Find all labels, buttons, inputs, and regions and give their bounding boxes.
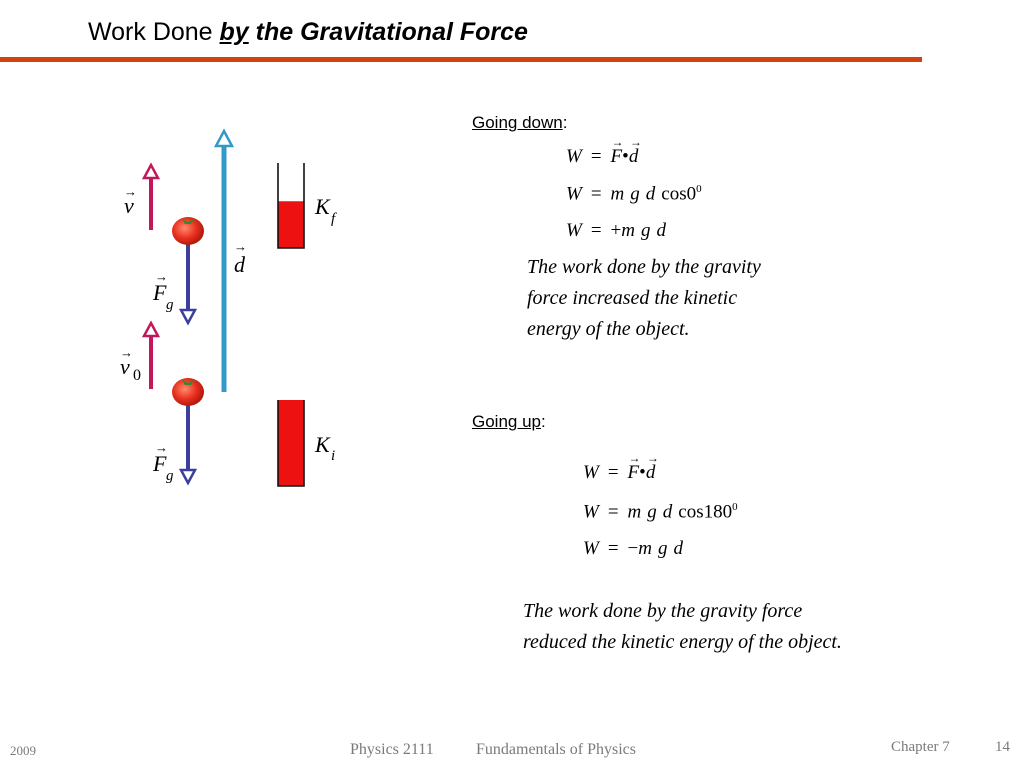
going-up-label: Going up: [472, 412, 541, 431]
kinetic-energy-initial-bar: [277, 400, 305, 487]
eq-equals: =: [607, 462, 619, 483]
eq-m: m: [638, 538, 652, 559]
eq-g: g: [630, 183, 640, 205]
eq-equals: =: [590, 146, 602, 167]
eq-d: d: [662, 501, 673, 523]
note-line: energy of the object.: [527, 318, 690, 340]
tomato-icon: [172, 378, 204, 406]
eq-dot: •: [639, 462, 646, 483]
eq-sign: +: [610, 220, 622, 241]
label-fg-top-sub: g: [166, 297, 174, 313]
eq-m: m: [627, 501, 642, 523]
gravity-force-arrow-top: [178, 244, 198, 326]
eq-w: W: [583, 462, 599, 483]
eq-w: W: [583, 501, 599, 523]
label-ki: K: [314, 432, 331, 457]
eq-w: W: [566, 183, 582, 205]
eq-w: W: [566, 220, 582, 241]
eq-cos: cos0: [661, 183, 697, 205]
eq-d: d: [673, 538, 684, 559]
eq-m: m: [621, 220, 635, 241]
eq-d: d: [656, 220, 667, 241]
eq-equals: =: [607, 501, 619, 523]
eq-f-vector: F: [628, 451, 641, 484]
label-d: d: [234, 252, 246, 277]
displacement-arrow: [213, 128, 235, 392]
eq-f-vector: F: [611, 135, 624, 168]
up-equation-1: W = F•d: [583, 451, 658, 484]
label-fg-bottom-sub: g: [166, 468, 174, 484]
eq-m: m: [610, 183, 625, 205]
footer-chapter: Chapter 7: [891, 739, 950, 755]
gravity-force-arrow-bottom: [178, 405, 198, 486]
title-prefix: Work Done: [88, 18, 220, 46]
note-line: reduced the kinetic energy of the object…: [523, 631, 842, 653]
label-fg-top-arrow: →: [155, 269, 168, 284]
kinetic-energy-final-bar: [277, 163, 305, 249]
eq-degree: 0: [732, 501, 738, 513]
going-down-label: Going down: [472, 113, 563, 132]
eq-g: g: [658, 538, 668, 559]
eq-d-vector: d: [629, 135, 641, 168]
eq-d-vector: d: [646, 451, 658, 484]
going-down-note: The work done by the gravity force incre…: [527, 252, 761, 345]
label-v-arrow: →: [124, 184, 137, 199]
eq-equals: =: [590, 183, 602, 205]
going-down-colon: :: [562, 113, 568, 132]
going-up-heading: Going up:: [472, 412, 546, 432]
label-v: v: [124, 193, 134, 218]
footer-course-title: Fundamentals of Physics: [476, 741, 636, 758]
eq-sign: −: [627, 538, 639, 559]
note-line: The work done by the gravity: [527, 256, 761, 278]
footer-page-number: 14: [995, 739, 1010, 755]
eq-cos: cos180: [678, 501, 733, 523]
title-by: by: [219, 18, 249, 46]
label-v0-arrow: →: [120, 345, 133, 360]
label-v0-sub: 0: [133, 367, 141, 384]
eq-w: W: [566, 146, 582, 167]
down-equation-1: W = F•d: [566, 135, 641, 168]
slide-title: Work Done by the Gravitational Force: [88, 18, 528, 47]
eq-g: g: [641, 220, 651, 241]
label-kf: K: [314, 194, 331, 219]
title-rule: [0, 57, 922, 62]
label-ki-sub: i: [331, 448, 335, 464]
eq-equals: =: [590, 220, 602, 241]
eq-d: d: [645, 183, 656, 205]
velocity-arrow: [141, 162, 161, 230]
label-d-arrow: →: [234, 239, 247, 254]
eq-g: g: [647, 501, 657, 523]
note-line: The work done by the gravity force: [523, 600, 803, 622]
initial-velocity-arrow: [141, 320, 161, 389]
eq-equals: =: [607, 538, 619, 559]
footer-year: 2009: [10, 743, 36, 758]
eq-dot: •: [622, 146, 629, 167]
tomato-icon: [172, 217, 204, 245]
going-down-heading: Going down:: [472, 113, 567, 133]
free-fall-diagram: v → v 0 → F g → F g → d → K f K i: [120, 128, 337, 487]
note-line: force increased the kinetic: [527, 287, 738, 309]
footer-course: Physics 2111: [350, 741, 434, 758]
going-up-note: The work done by the gravity force reduc…: [523, 596, 842, 658]
title-rest: the Gravitational Force: [248, 18, 528, 46]
going-up-colon: :: [541, 412, 546, 431]
eq-degree: 0: [696, 183, 702, 195]
label-fg-bottom-arrow: →: [155, 440, 168, 455]
label-fg-top: F: [152, 280, 167, 305]
label-fg-bottom: F: [152, 451, 167, 476]
label-v0: v: [120, 354, 130, 379]
eq-w: W: [583, 538, 599, 559]
label-kf-sub: f: [331, 211, 337, 227]
